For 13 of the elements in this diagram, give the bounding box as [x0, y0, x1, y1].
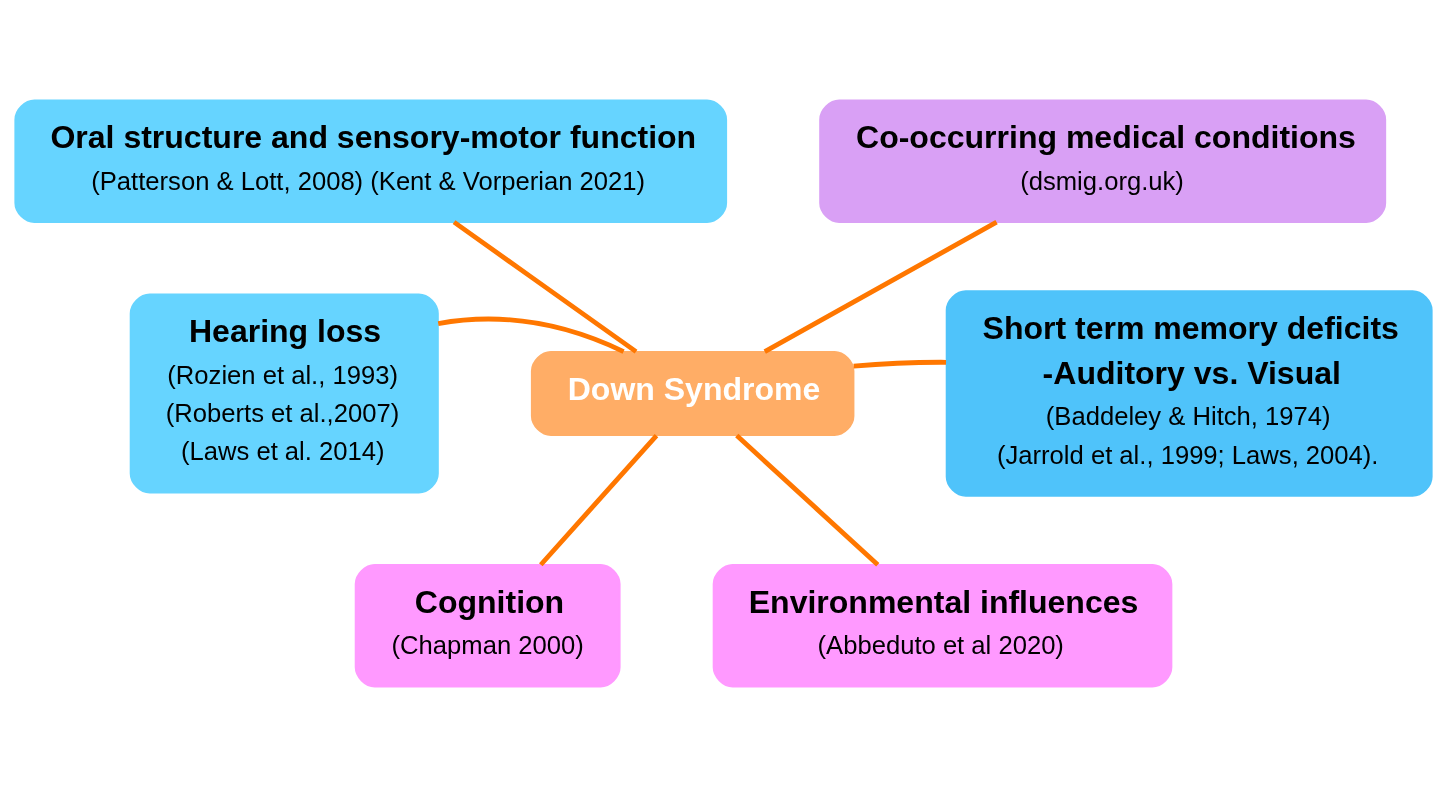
- node-box: Down Syndrome: [530, 351, 855, 436]
- node-box: Co-occurring medical conditions (dsmig.org.uk): [819, 99, 1387, 223]
- node-box: Oral structure and sensory-motor function (Patterson & Lott, 2008) (Kent & Vorperian 2021): [14, 99, 728, 223]
- connector: [735, 433, 880, 567]
- connector: [539, 433, 659, 567]
- connector: [452, 220, 638, 354]
- node-box: Hearing loss (Rozien et al., 1993) (Roberts et al.,2007) (Laws et al. 2014): [129, 293, 439, 494]
- node-box: Environmental influences (Abbeduto et al 2020): [712, 564, 1173, 688]
- connector: [853, 359, 947, 369]
- connector: [763, 220, 998, 354]
- node-box: Cognition (Chapman 2000): [354, 564, 621, 688]
- node-box: Short term memory deficits -Auditory vs. Visual (Baddeley & Hitch, 1974) (Jarrold et al., 1999; Laws, 2004).: [945, 290, 1433, 497]
- connector: [437, 316, 625, 354]
